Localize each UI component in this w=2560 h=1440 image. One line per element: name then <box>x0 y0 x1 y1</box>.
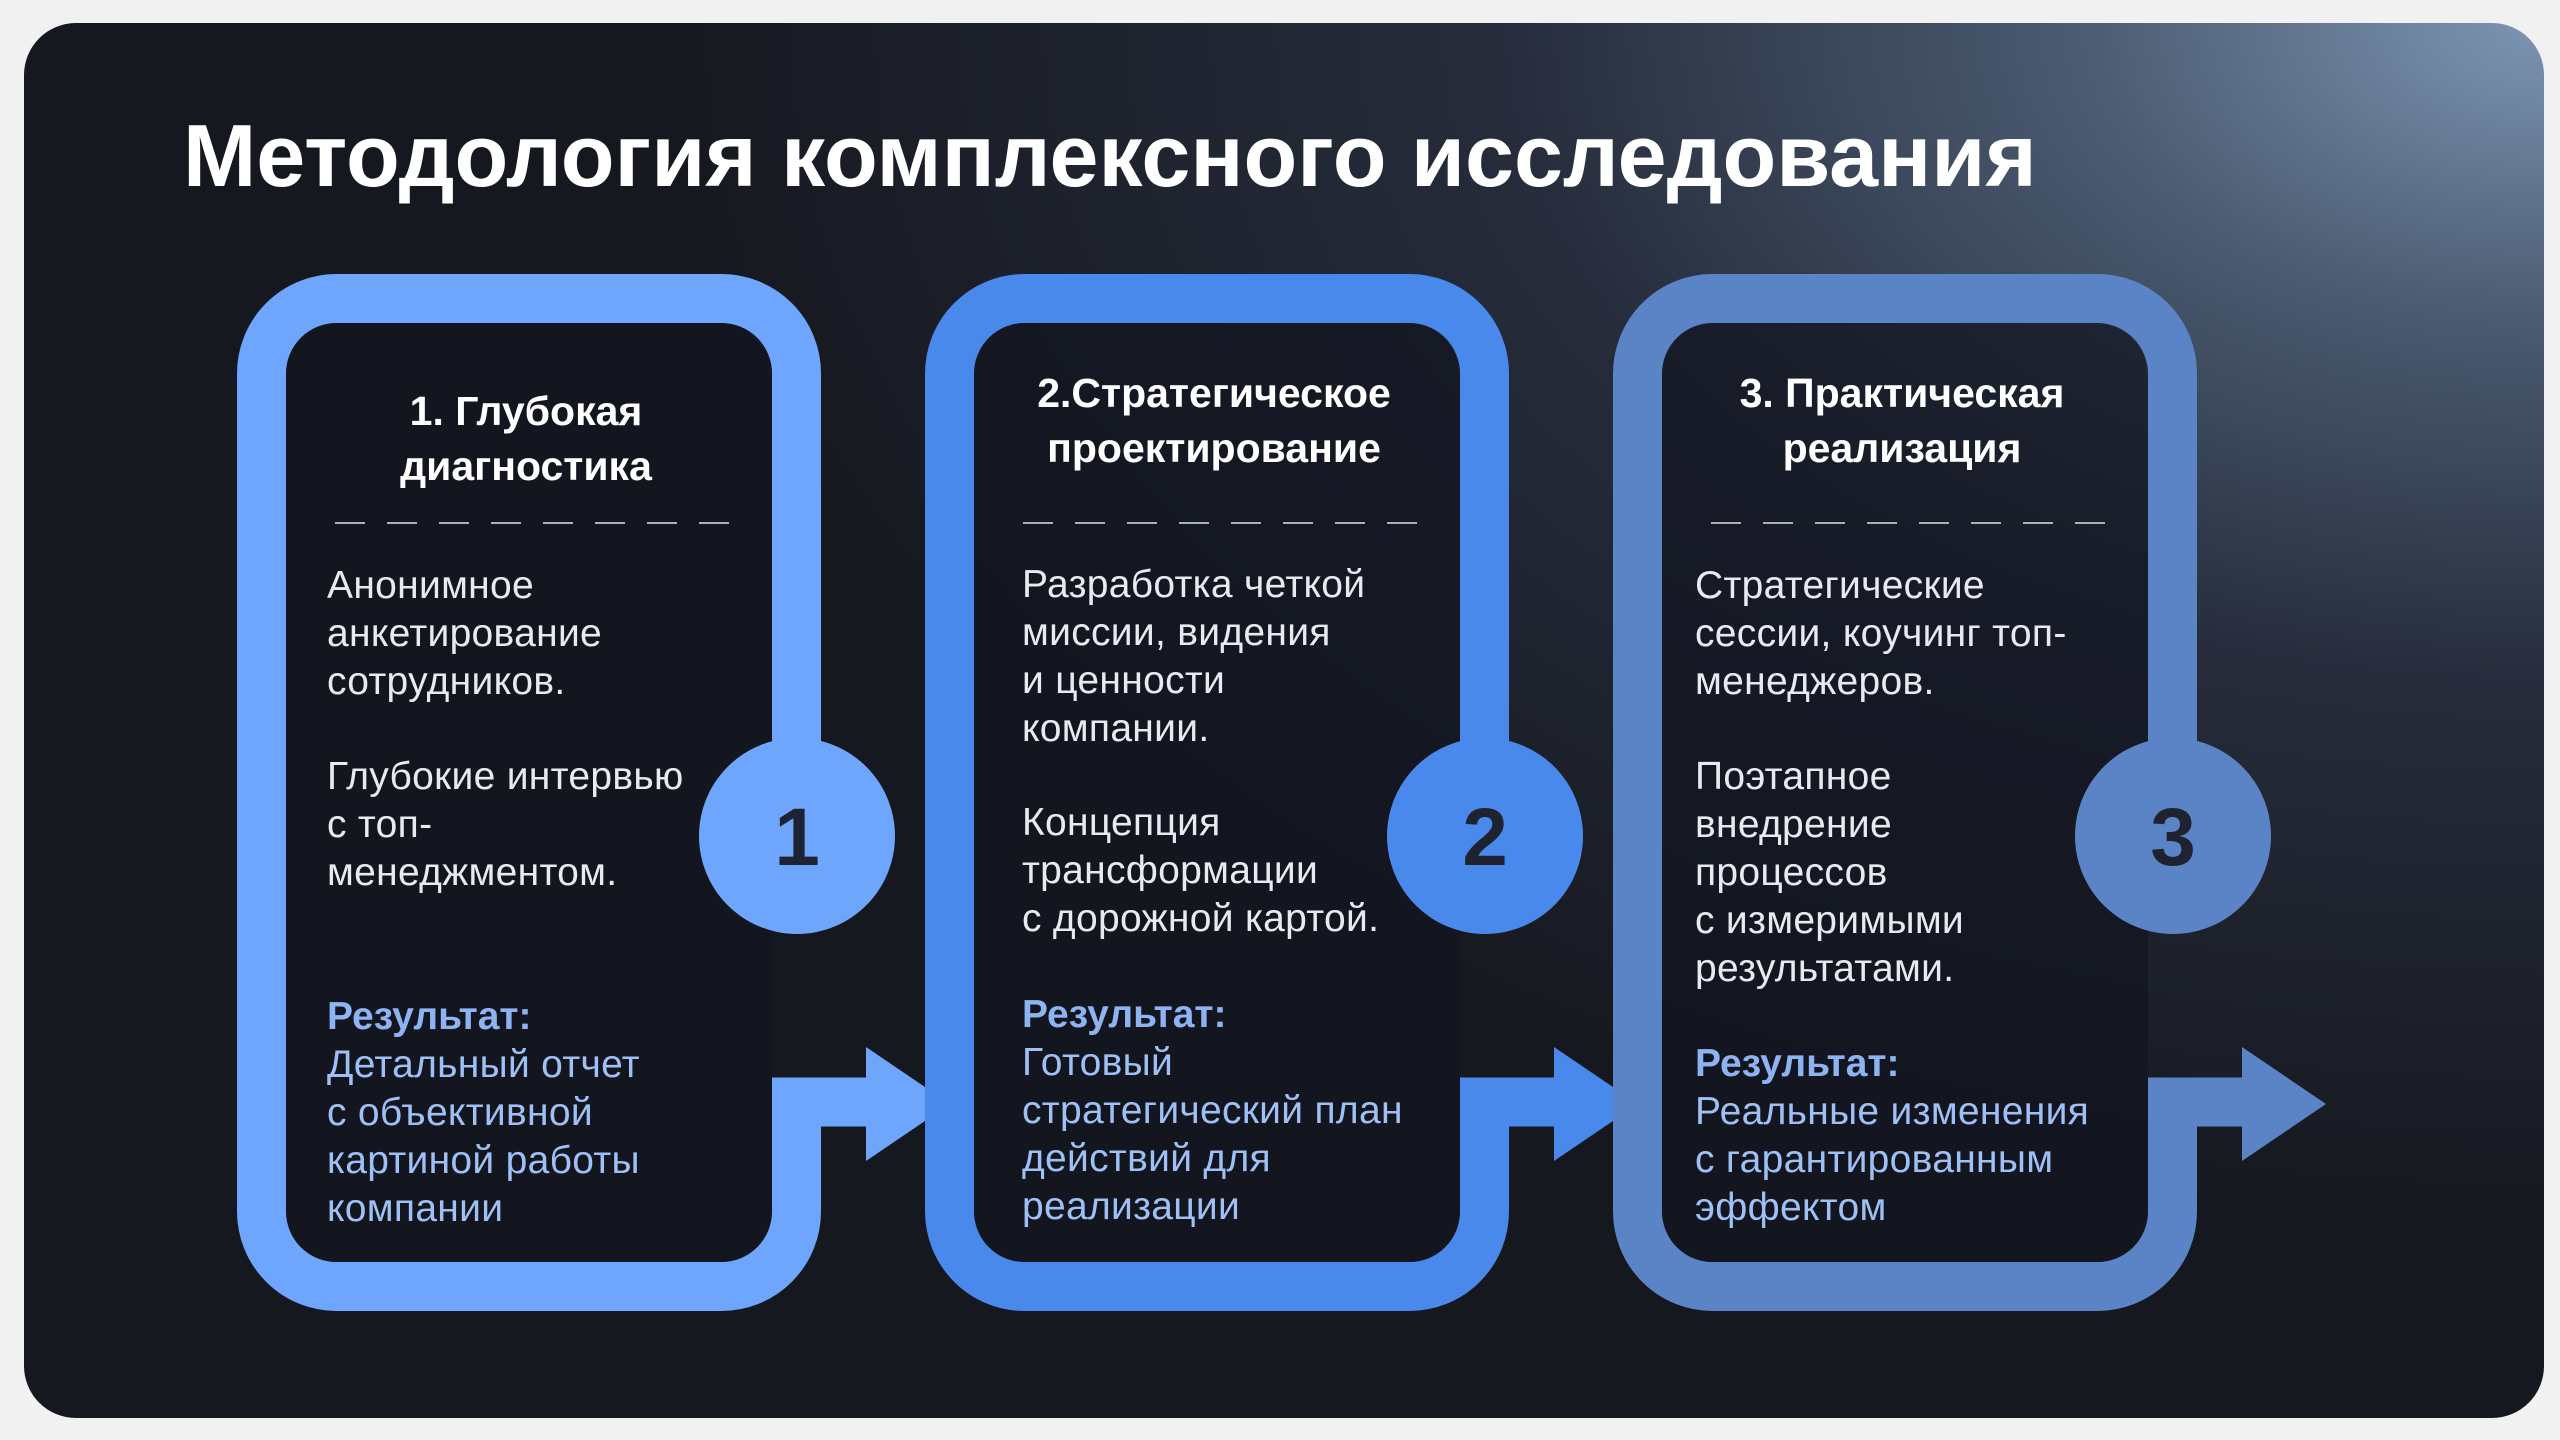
step-frame <box>237 274 870 1311</box>
step-panel <box>974 323 1460 1262</box>
step-activity: Глубокие интервью с топ- менеджментом. <box>327 755 684 894</box>
page-title: Методология комплексного исследования <box>183 106 2037 205</box>
step-shape-1 <box>237 274 950 1311</box>
result-text: Готовый стратегический план действий для… <box>1022 1041 1403 1228</box>
result-label: Результат: <box>1695 1042 1900 1085</box>
step-number-circle <box>699 738 895 934</box>
arrow-right-icon <box>2242 1047 2326 1161</box>
step-frame <box>1613 274 2246 1311</box>
step-title: 1. Глубокая диагностика <box>400 388 652 489</box>
step-shape-3 <box>1613 274 2326 1311</box>
step-activity: Разработка четкой миссии, видения и ценн… <box>1022 563 1366 750</box>
step-activity: Поэтапное внедрение процессов с измеримы… <box>1695 755 1965 990</box>
result-text: Детальный отчет с объективной картиной р… <box>327 1043 640 1230</box>
step-number: 2 <box>1462 792 1508 883</box>
step-shape-2 <box>925 274 1638 1311</box>
step-frame <box>925 274 1558 1311</box>
step-panel <box>1662 323 2148 1262</box>
arrow-right-icon <box>1554 1047 1638 1161</box>
result-label: Результат: <box>327 995 532 1038</box>
step-title: 3. Практическая реализация <box>1739 370 2065 471</box>
step-activity: Стратегические сессии, коучинг топ- мене… <box>1695 564 2067 703</box>
step-number: 1 <box>774 792 820 883</box>
step-number-circle <box>2075 738 2271 934</box>
step-number-circle <box>1387 738 1583 934</box>
step-number: 3 <box>2150 792 2196 883</box>
arrow-right-icon <box>866 1047 950 1161</box>
step-title: 2.Стратегическое проектирование <box>1037 370 1391 471</box>
step-activity: Анонимное анкетирование сотрудников. <box>327 564 603 703</box>
result-text: Реальные изменения с гарантированным эфф… <box>1695 1090 2090 1229</box>
result-label: Результат: <box>1022 993 1227 1036</box>
step-activity: Концепция трансформации с дорожной карто… <box>1022 801 1380 940</box>
step-panel <box>286 323 772 1262</box>
